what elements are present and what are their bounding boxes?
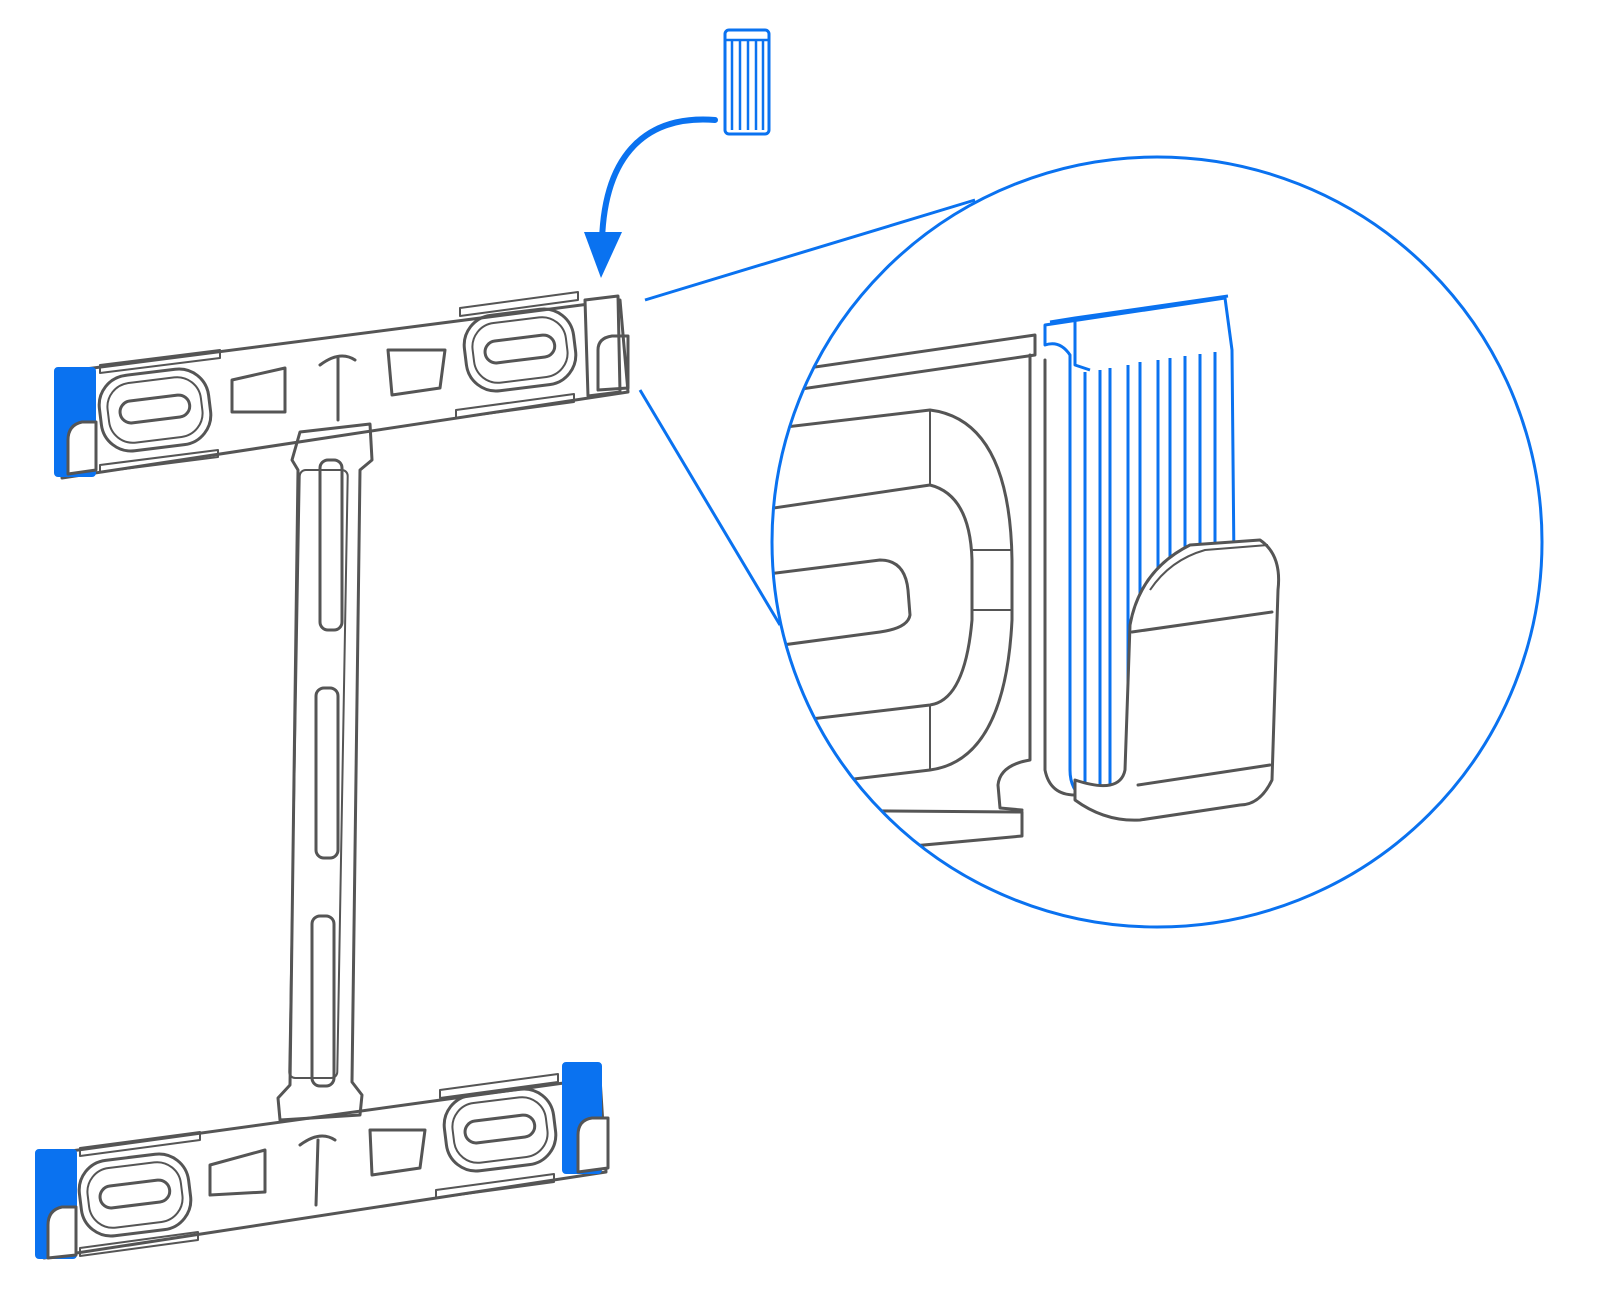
detail-callout-circle bbox=[770, 155, 1544, 929]
insert-arrow-icon bbox=[584, 116, 718, 278]
bracket-vertical-bar bbox=[276, 422, 374, 1122]
loose-clip bbox=[723, 28, 771, 136]
bracket-bottom-bar bbox=[35, 1062, 610, 1260]
bracket-top-bar bbox=[54, 291, 630, 480]
callout-lines bbox=[638, 198, 976, 626]
